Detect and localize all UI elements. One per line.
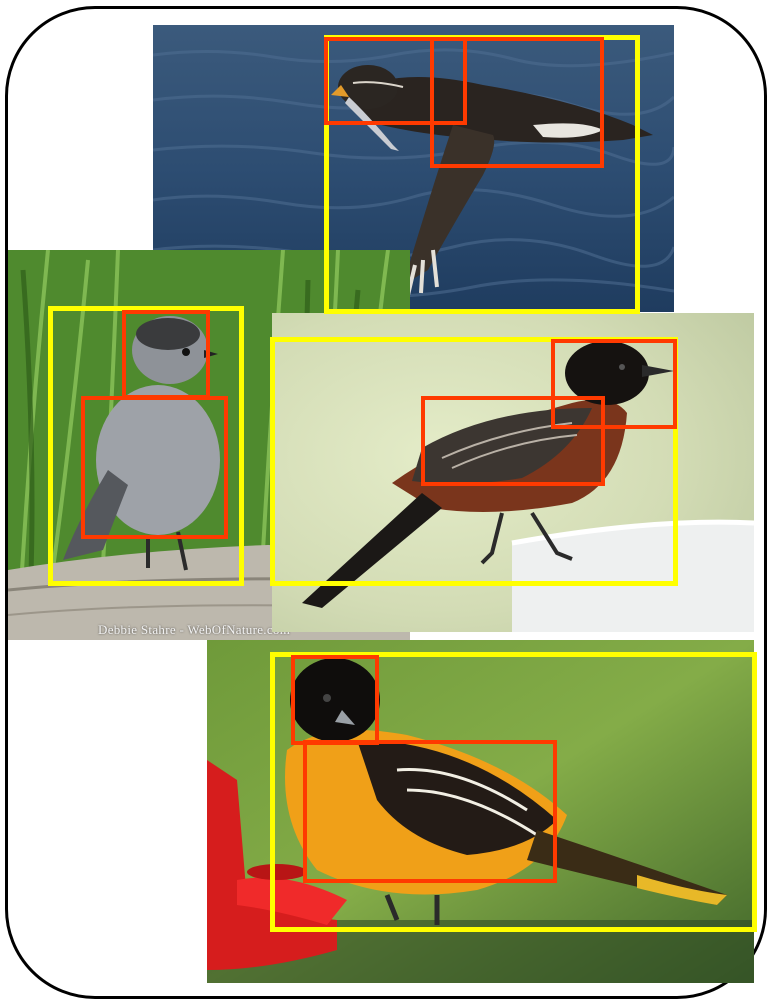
body-part-box bbox=[421, 396, 605, 486]
object-bounding-box bbox=[270, 652, 757, 932]
head-part-box bbox=[324, 37, 467, 125]
photo-watermark: Debbie Stahre - WebOfNature.com bbox=[98, 622, 291, 637]
object-bounding-box bbox=[48, 306, 244, 586]
head-part-box bbox=[122, 310, 210, 399]
head-part-box bbox=[551, 339, 677, 429]
body-part-box bbox=[81, 396, 228, 539]
body-part-box bbox=[430, 37, 604, 168]
body-part-box bbox=[303, 740, 557, 883]
object-bounding-box bbox=[270, 337, 678, 586]
head-part-box bbox=[291, 655, 379, 745]
